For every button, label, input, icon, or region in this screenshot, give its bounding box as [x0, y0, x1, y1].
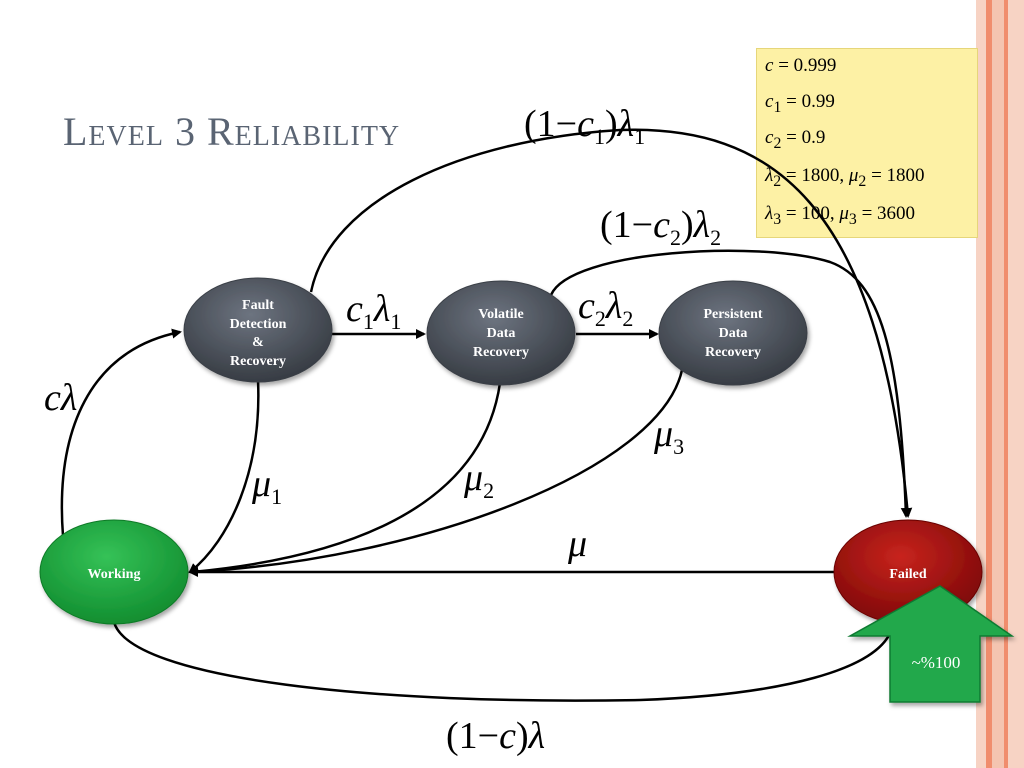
label-one-minus-c1-lambda1: (1−c1)λ1: [524, 103, 645, 149]
label-c1-lambda1: c1λ1: [346, 288, 401, 334]
edge-fault-to-working: [188, 379, 260, 574]
param-c1: c1 = 0.99: [765, 91, 835, 116]
edges: [60, 128, 913, 702]
node-persistent-data-recovery: [658, 280, 808, 386]
node-fault-line3: &: [252, 335, 264, 350]
stripe: [1008, 0, 1024, 768]
edge-working-to-failed: [112, 621, 895, 702]
node-fault-line2: Detection: [230, 317, 287, 332]
param-c: c = 0.999: [765, 55, 837, 76]
decorative-side-stripes: [976, 0, 1024, 768]
node-volatile-line2: Data: [487, 326, 516, 341]
node-fault-line1: Fault: [242, 298, 274, 313]
stripe: [1004, 0, 1008, 768]
node-fault-detection: [183, 277, 333, 383]
label-c-lambda: cλ: [44, 377, 77, 419]
stripe: [976, 0, 986, 768]
callout-text: ~%100: [912, 653, 961, 672]
edge-working-to-fault: [60, 328, 182, 537]
node-volatile-line3: Recovery: [473, 345, 529, 360]
parameter-box: c = 0.999 c1 = 0.99 c2 = 0.9 λ2 = 1800, …: [756, 48, 978, 238]
callout-up-arrow: ~%100: [847, 585, 1015, 703]
param-lambda2-mu2: λ2 = 1800, μ2 = 1800: [765, 165, 925, 190]
param-c2: c2 = 0.9: [765, 127, 826, 152]
node-fault-line4: Recovery: [230, 354, 286, 369]
label-one-minus-c-lambda: (1−c)λ: [446, 715, 545, 757]
stripe: [992, 0, 1004, 768]
stripe: [986, 0, 992, 768]
node-working: [39, 519, 189, 625]
node-working-label: Working: [88, 567, 141, 582]
slide-title: Level 3 Reliability: [63, 109, 401, 154]
label-one-minus-c2-lambda2: (1−c2)λ2: [600, 204, 721, 250]
node-persistent-line3: Recovery: [705, 345, 761, 360]
node-failed-label: Failed: [889, 567, 927, 582]
edge-fault-to-failed: [309, 128, 913, 518]
node-persistent-line1: Persistent: [703, 307, 762, 322]
label-mu3: μ3: [653, 413, 684, 459]
label-mu1: μ1: [251, 463, 282, 509]
edge-volatile-to-working: [191, 382, 502, 574]
edge-volatile-to-failed: [549, 249, 911, 518]
param-lambda3-mu3: λ3 = 100, μ3 = 3600: [765, 203, 916, 228]
node-persistent-line2: Data: [719, 326, 748, 341]
edge-persistent-to-working: [191, 369, 684, 574]
label-mu2: μ2: [463, 457, 494, 503]
label-c2-lambda2: c2λ2: [578, 285, 633, 331]
label-mu: μ: [567, 523, 587, 565]
node-volatile-line1: Volatile: [478, 307, 523, 322]
node-volatile-data-recovery: [426, 280, 576, 386]
